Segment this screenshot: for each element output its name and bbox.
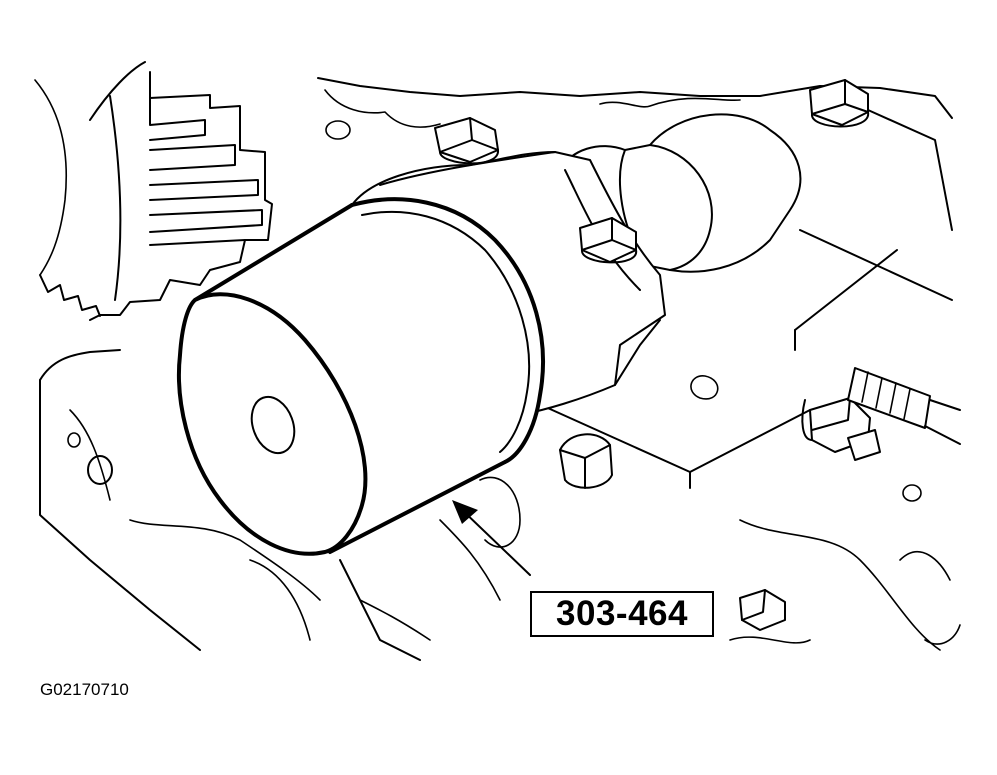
tool-303-464-cylinder bbox=[179, 199, 543, 553]
bottom-bolt bbox=[740, 590, 785, 630]
cam-cover-bolt bbox=[810, 80, 868, 127]
bearing-cap-bolt-right bbox=[580, 218, 636, 262]
cylinder-head-outline bbox=[40, 78, 960, 660]
leader-arrow bbox=[452, 500, 530, 575]
lower-bolt bbox=[560, 434, 612, 488]
bearing-cap-bolt-top bbox=[435, 118, 498, 163]
figure-code: G02170710 bbox=[40, 680, 129, 699]
sensor-fitting bbox=[802, 368, 960, 460]
tool-number-callout: 303-464 bbox=[530, 591, 714, 637]
camshaft-sprocket bbox=[35, 62, 272, 320]
